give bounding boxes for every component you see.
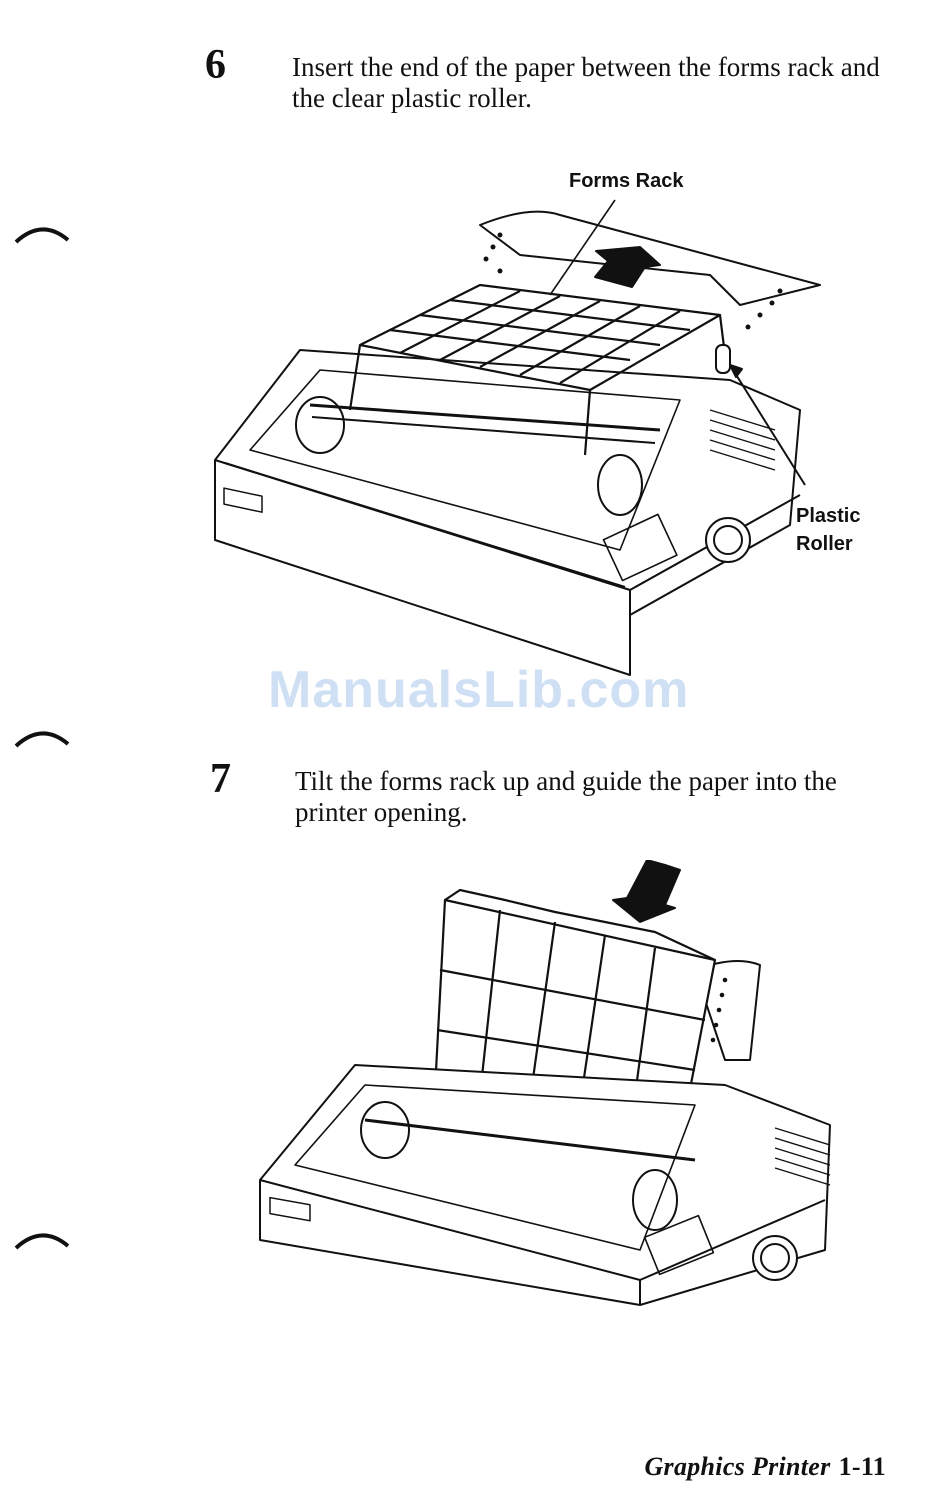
printer-illustration-rack-up [255, 860, 845, 1310]
page-footer: Graphics Printer 1-11 [644, 1452, 886, 1482]
platen-knob [753, 1236, 797, 1280]
page-number: 1-11 [839, 1452, 886, 1481]
plastic-roller-label-line2: Roller [796, 530, 860, 558]
clear-plastic-roller [716, 345, 730, 373]
step-6-number: 6 [205, 44, 226, 86]
step-7-number: 7 [210, 758, 231, 800]
plastic-roller-label: Plastic Roller [796, 502, 860, 558]
step-7-text: Tilt the forms rack up and guide the pap… [295, 766, 885, 828]
binder-mark-bottom [14, 1228, 74, 1258]
printer-illustration-rack-down [200, 195, 840, 695]
binder-mark-top [14, 222, 74, 252]
step-6-text: Insert the end of the paper between the … [292, 52, 882, 114]
binder-mark-middle [14, 726, 74, 756]
platen-knob [706, 518, 750, 562]
printer-body [260, 1065, 830, 1305]
watermark: ManualsLib.com [268, 660, 689, 720]
plastic-roller-label-line1: Plastic [796, 502, 860, 530]
printer-body [215, 350, 800, 675]
footer-title: Graphics Printer [644, 1452, 830, 1481]
tilt-arrow [613, 860, 680, 922]
forms-rack-label: Forms Rack [569, 167, 684, 195]
